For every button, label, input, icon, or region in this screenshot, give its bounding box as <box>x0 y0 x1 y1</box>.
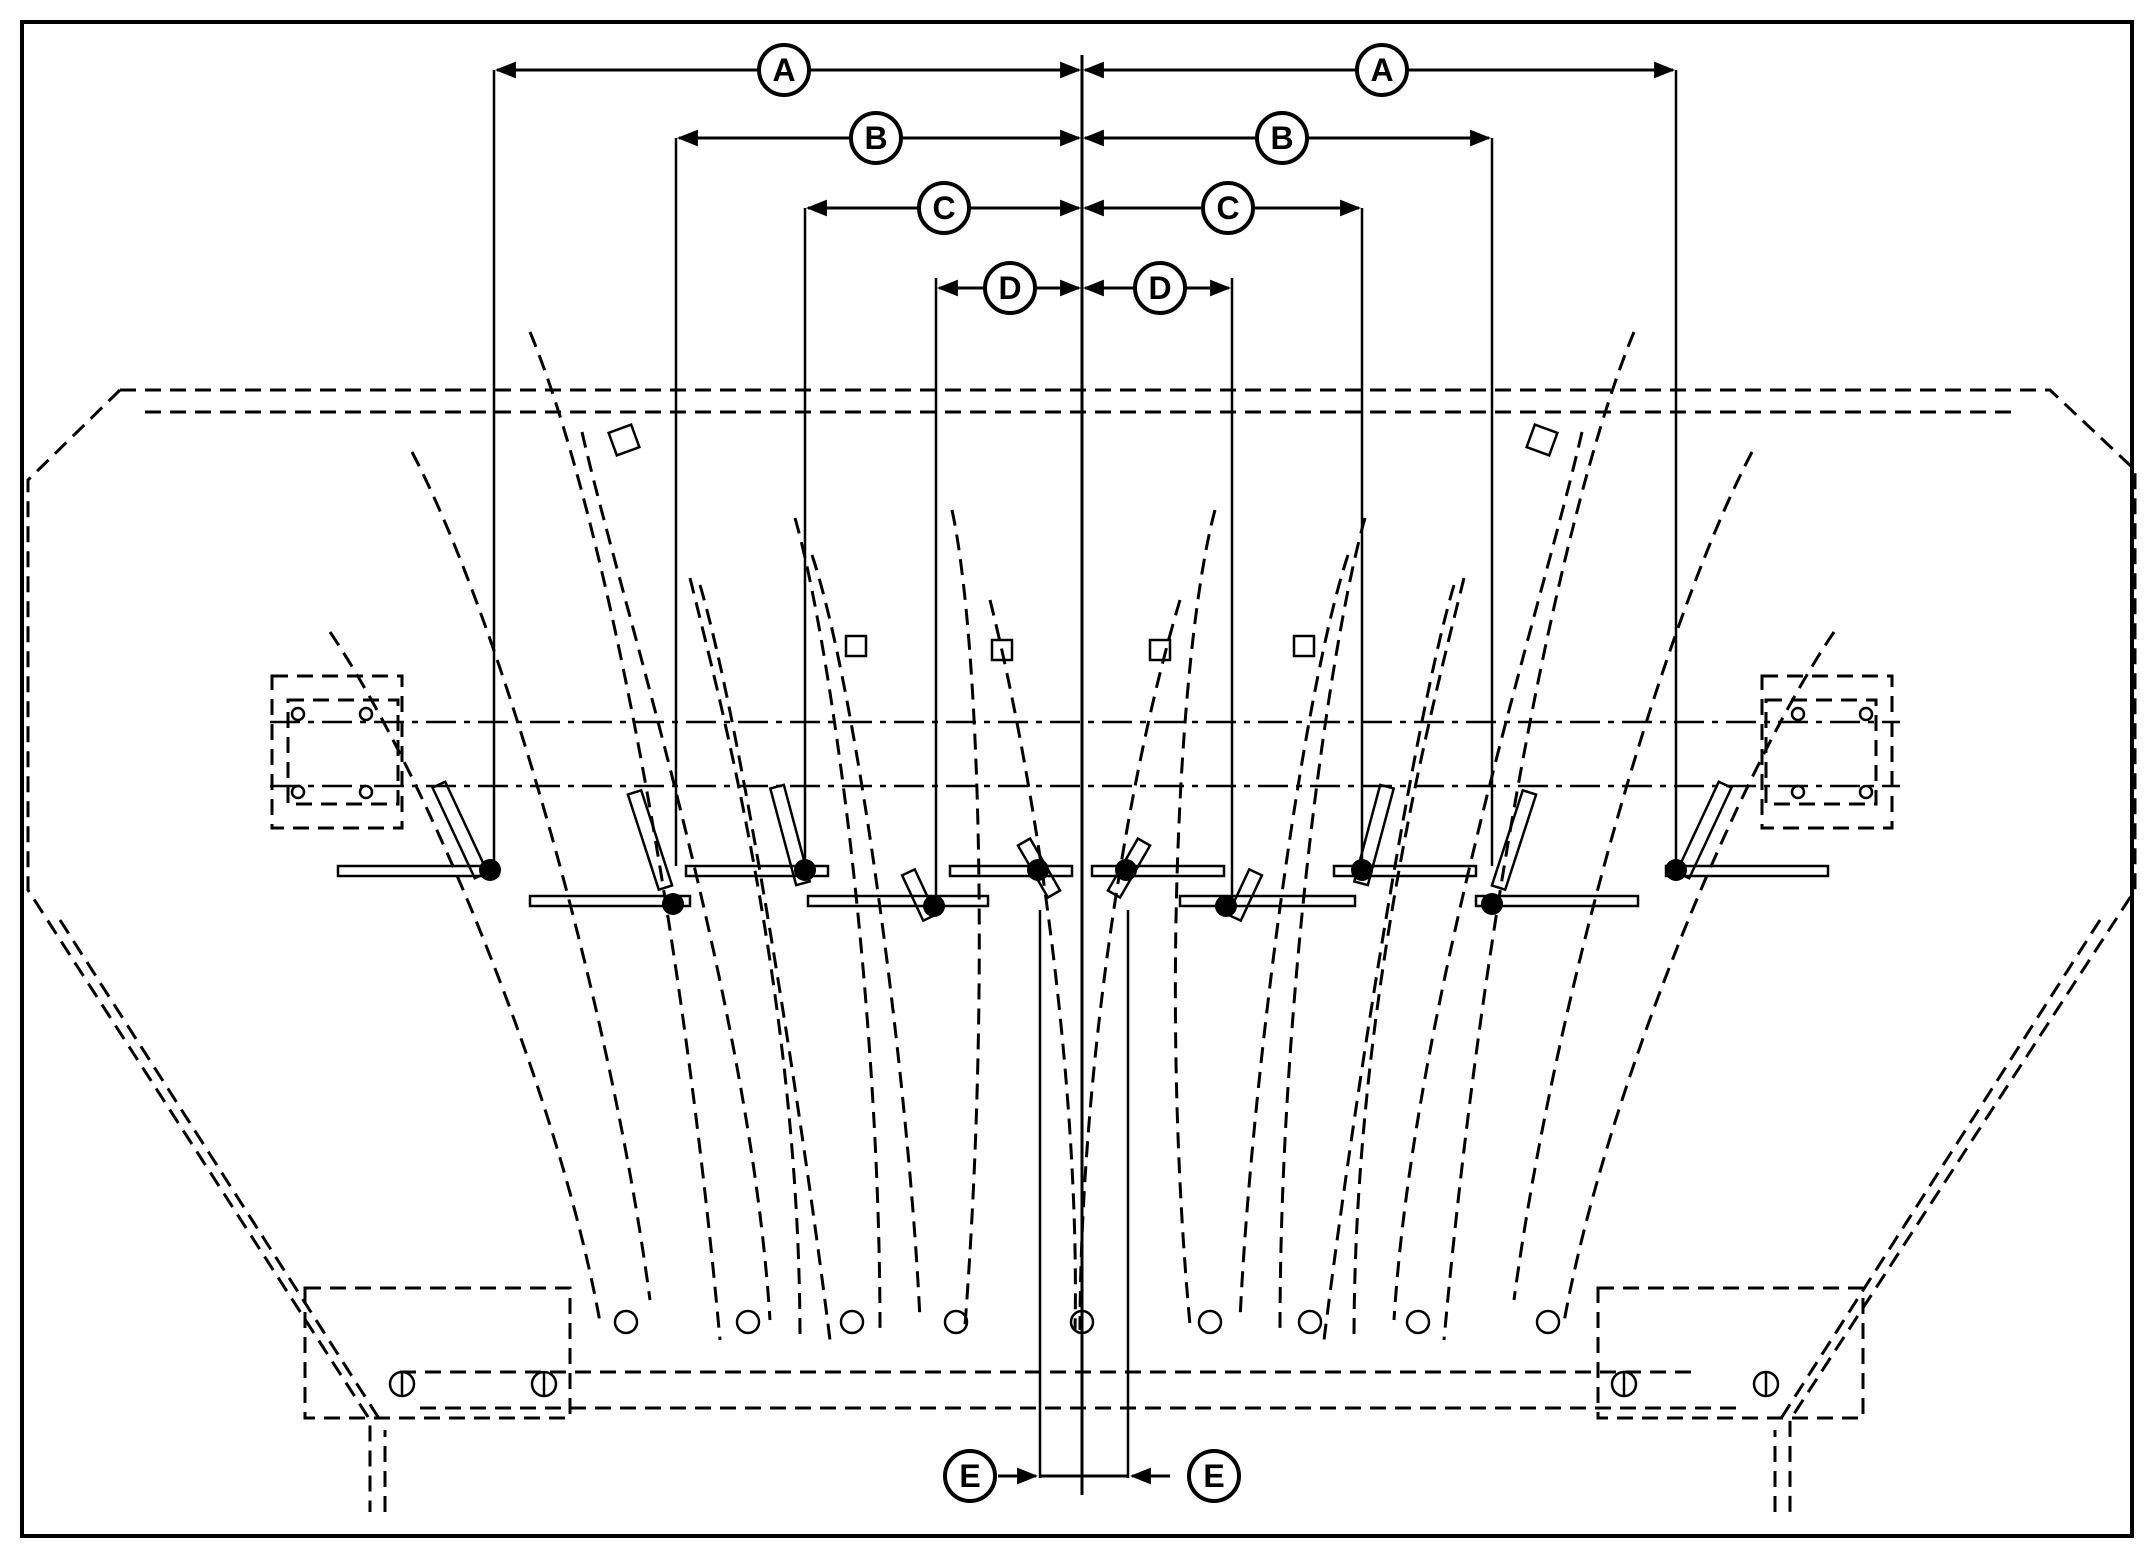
right-bottom-bracket <box>1596 1286 1865 1420</box>
mounting-bars <box>336 864 1830 908</box>
tine-left-2 <box>528 331 722 1341</box>
tines <box>328 331 1836 1341</box>
crossbar-lines <box>270 720 1900 788</box>
label-a-left: A <box>757 43 811 97</box>
label-d-right: D <box>1133 261 1187 315</box>
label-e-right-text: E <box>1203 1458 1224 1494</box>
label-c-right-text: C <box>1216 190 1239 226</box>
label-b-left: B <box>849 111 903 165</box>
label-d-left: D <box>983 261 1037 315</box>
tine-left-5 <box>950 509 981 1326</box>
tine-right-5 <box>1173 509 1217 1326</box>
label-e-left-text: E <box>959 1458 980 1494</box>
tine-left-4 <box>793 517 882 1331</box>
extension-lines <box>492 70 1678 1478</box>
tine-right-4 <box>1278 517 1367 1331</box>
right-mount-block <box>1760 674 1894 830</box>
dimension-lines <box>494 61 1676 1485</box>
left-mount-block <box>270 674 404 830</box>
label-c-left-text: C <box>932 190 955 226</box>
label-b-left-text: B <box>864 120 887 156</box>
left-bottom-bracket <box>303 1286 1740 1420</box>
label-b-right-text: B <box>1270 120 1293 156</box>
label-d-right-text: D <box>1148 270 1171 306</box>
label-b-right: B <box>1255 111 1309 165</box>
tine-right-3 <box>1352 577 1466 1341</box>
tine-tip-mounts <box>607 423 1559 662</box>
drawing-border <box>20 20 2134 1538</box>
tine-right-1 <box>1562 631 1836 1323</box>
label-c-right: C <box>1201 181 1255 235</box>
pivot-bolt <box>479 859 501 881</box>
label-c-left: C <box>917 181 971 235</box>
label-e-right: E <box>1187 1449 1241 1503</box>
tine-right-2 <box>1442 331 1636 1341</box>
label-d-left-text: D <box>998 270 1021 306</box>
label-a-right-text: A <box>1370 52 1393 88</box>
tine-left-1 <box>328 631 602 1323</box>
tine-eye-bolts <box>613 1309 1561 1335</box>
tine-left-3 <box>688 577 802 1341</box>
label-e-left: E <box>943 1449 997 1503</box>
label-a-left-text: A <box>772 52 795 88</box>
label-a-right: A <box>1355 43 1409 97</box>
